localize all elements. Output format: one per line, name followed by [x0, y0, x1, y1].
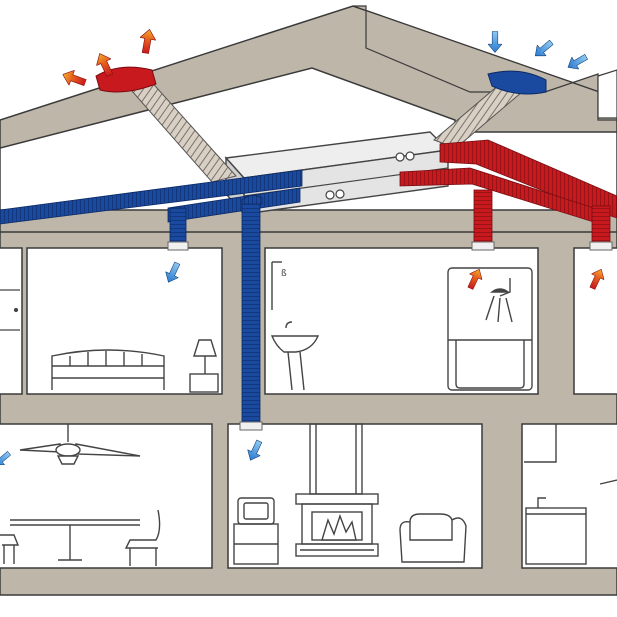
intake-roof-cap: [487, 70, 547, 95]
vent-right: [589, 241, 613, 251]
room-bathroom: [264, 247, 539, 395]
exhaust-arrow-icon: [60, 66, 89, 91]
lower-floor-rooms: [0, 423, 617, 569]
room-dining: [0, 423, 213, 569]
exhaust-arrow-icon: [137, 27, 158, 55]
room-living: [227, 423, 483, 569]
svg-text:ß: ß: [281, 269, 287, 279]
dormer-window: [597, 69, 617, 119]
chair-icon: [124, 509, 161, 566]
lamp-icon: [189, 339, 219, 393]
intake-arrow-icon: [488, 31, 502, 53]
fresh-riser-living: [241, 199, 261, 423]
fresh-drop-bedroom: [169, 207, 187, 243]
fireplace-icon: [295, 423, 379, 557]
intake-arrow-icon: [530, 36, 557, 62]
vent-bedroom: [167, 241, 189, 251]
armchair-icon: [399, 513, 467, 563]
wardrobe-icon: [0, 289, 20, 331]
ceiling-fan-icon: [19, 424, 141, 465]
stale-drop-right: [591, 205, 611, 243]
ceiling-vents: [167, 241, 613, 431]
room-upper-right: [573, 247, 617, 395]
upper-floor-rooms: [0, 247, 617, 395]
intake-arrow-icon: [564, 50, 591, 74]
bathtub-shower: [447, 267, 533, 391]
stale-drop-bathroom: [473, 189, 493, 243]
tv-icon: [233, 497, 279, 565]
fresh-branch-duct: [167, 187, 301, 223]
bed-icon: [51, 349, 165, 390]
fresh-air-ducts: [0, 169, 303, 423]
room-kitchen: [521, 423, 617, 569]
shower-icon: [485, 278, 513, 323]
room-bedroom: [26, 247, 223, 395]
table-icon: [10, 519, 140, 561]
kitchen-counter: [524, 424, 617, 565]
chair-icon: [0, 534, 20, 564]
sink-icon: ß: [270, 261, 320, 391]
vent-living: [239, 421, 263, 431]
vent-bathroom: [471, 241, 495, 251]
fresh-main-duct: [0, 169, 303, 225]
room-wardrobe: [0, 247, 23, 395]
stale-air-ducts: [399, 139, 617, 243]
